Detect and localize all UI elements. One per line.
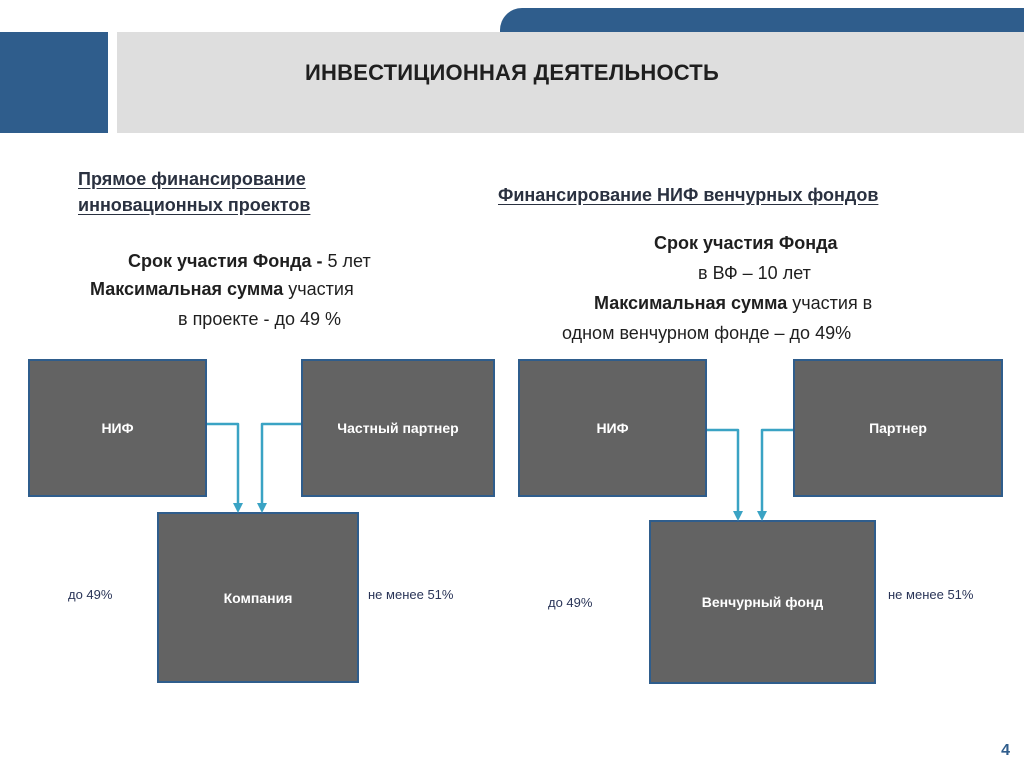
left-share-partner: не менее 51%: [368, 587, 454, 602]
right-partner-box: Партнер: [793, 359, 1003, 497]
left-term-line: Срок участия Фонда - 5 лет: [80, 246, 460, 277]
left-info-block: Срок участия Фонда - 5 лет Максимальная …: [80, 246, 460, 339]
left-max-line2: в проекте - до 49 %: [178, 309, 342, 329]
right-info-block: Срок участия Фонда в ВФ – 10 лет Максима…: [540, 228, 980, 348]
page-number: 4: [1001, 742, 1010, 759]
venture-fund-label: Венчурный фонд: [701, 594, 824, 610]
header-title-band: [117, 32, 1024, 133]
right-max-label: Максимальная сумма: [594, 293, 788, 313]
arrow-right-nif-to-fund: [707, 428, 743, 521]
left-term-label: Срок участия Фонда -: [128, 251, 328, 271]
right-nif-box: НИФ: [518, 359, 707, 497]
arrow-right-partner-to-fund: [757, 428, 793, 521]
header-tab-decoration: [500, 8, 1024, 34]
left-partner-box: Частный партнер: [301, 359, 495, 497]
right-partner-label: Партнер: [869, 420, 927, 436]
page-title: ИНВЕСТИЦИОННАЯ ДЕЯТЕЛЬНОСТЬ: [305, 60, 719, 85]
right-max-line: Максимальная сумма участия в: [540, 288, 980, 318]
arrow-left-nif-to-company: [207, 422, 243, 513]
left-partner-label: Частный партнер: [337, 420, 459, 436]
right-share-nif: до 49%: [548, 595, 593, 610]
right-max-rest: участия в: [787, 293, 873, 313]
venture-fund-box: Венчурный фонд: [649, 520, 876, 684]
company-box: Компания: [157, 512, 359, 683]
right-term-label: Срок участия Фонда: [540, 228, 980, 258]
left-max-label: Максимальная сумма: [90, 279, 284, 299]
left-section-heading: Прямое финансирование инновационных прое…: [78, 166, 310, 218]
left-nif-box: НИФ: [28, 359, 207, 497]
right-nif-label: НИФ: [596, 420, 629, 436]
right-term-line2: в ВФ – 10 лет: [698, 263, 811, 283]
right-max-line2: одном венчурном фонде – до 49%: [562, 323, 852, 343]
left-share-nif: до 49%: [68, 587, 113, 602]
header-accent-square: [0, 32, 108, 133]
left-term-value: 5 лет: [327, 251, 371, 271]
right-term-label-text: Срок участия Фонда: [654, 233, 838, 253]
left-max-line: Максимальная сумма участия: [80, 274, 460, 305]
left-nif-label: НИФ: [101, 420, 134, 436]
right-share-partner: не менее 51%: [888, 587, 974, 602]
left-max-rest: участия: [283, 279, 354, 299]
left-heading-line2: инновационных проектов: [78, 195, 311, 215]
right-section-heading: Финансирование НИФ венчурных фондов: [498, 185, 879, 205]
left-heading-line1: Прямое финансирование: [78, 169, 306, 189]
company-label: Компания: [223, 589, 293, 606]
arrow-left-partner-to-company: [257, 422, 301, 513]
